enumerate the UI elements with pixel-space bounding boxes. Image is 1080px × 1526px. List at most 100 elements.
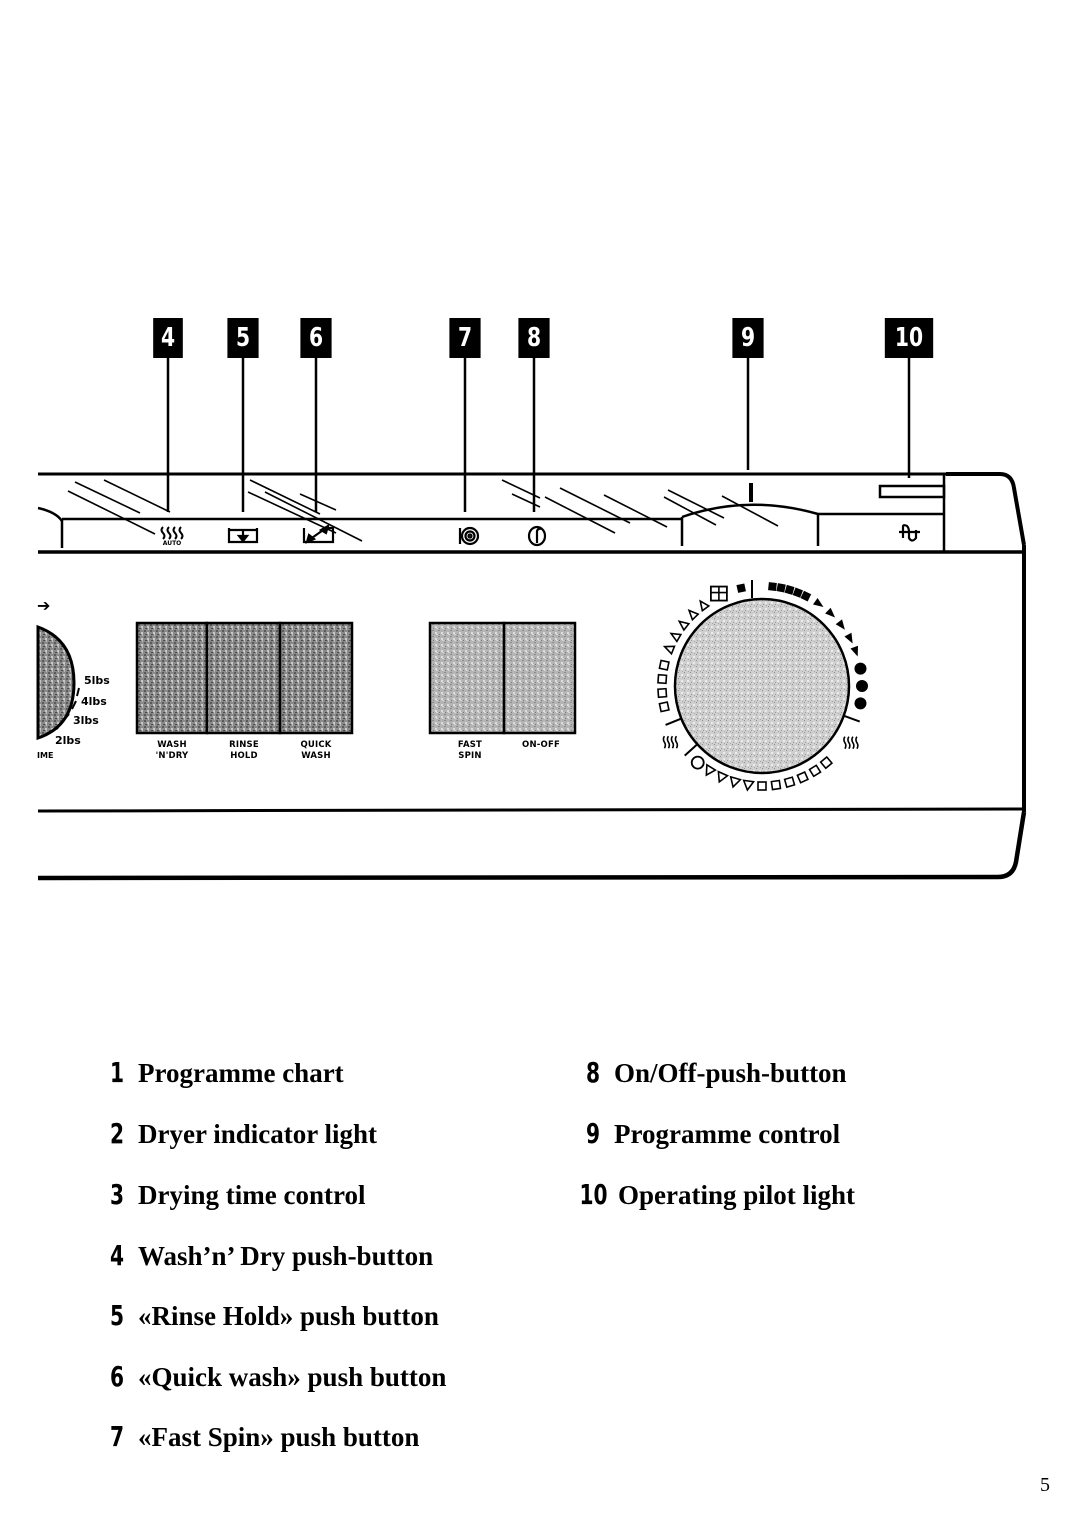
dial-mark-open-triangle <box>662 645 676 656</box>
legend-item-2: 2 Dryer indicator light <box>94 1117 377 1151</box>
dial-heat-icon <box>847 736 851 750</box>
dial-mark-open-square <box>770 779 782 791</box>
rinse-hold-icon <box>227 528 259 544</box>
dial-mark-open-square <box>783 776 796 789</box>
dial-mark-open-square <box>796 771 810 784</box>
dial-mark-open-circle <box>690 755 705 770</box>
dial-mark-filled-triangle <box>825 607 836 618</box>
push-buttons-group-2 <box>428 621 577 735</box>
dial-mark-filled-square <box>792 587 804 598</box>
weight-label-4lbs: 4lbs <box>81 695 107 708</box>
dial-mark-open-triangle <box>677 620 691 632</box>
wash-n-dry-button[interactable] <box>135 621 209 735</box>
legend-text: Wash’n’ Dry push-button <box>138 1241 434 1271</box>
legend-number: 5 <box>109 1299 124 1332</box>
dial-mark-filled-triangle <box>835 619 845 630</box>
dial-mark-open-square <box>757 781 767 791</box>
dial-mark-filled-square <box>800 590 812 602</box>
dial-mark-filled-triangle <box>844 632 853 644</box>
dial-mark-open-triangle <box>717 770 730 784</box>
legend-text: Drying time control <box>138 1180 366 1210</box>
heat-auto-icon <box>160 526 184 540</box>
glass-reflection-hatching <box>67 479 779 542</box>
drying-time-partial-label: IME <box>37 751 54 760</box>
dial-heat-icon <box>662 735 667 749</box>
heat-auto-text: AUTO <box>163 540 182 547</box>
callout-7: 7 <box>449 318 481 358</box>
legend-text: Programme control <box>614 1119 841 1149</box>
programme-control-dial[interactable] <box>673 597 851 775</box>
legend-text: Operating pilot light <box>618 1180 856 1210</box>
legend-item-10: 10 Operating pilot light <box>570 1178 855 1212</box>
drying-time-control[interactable] <box>36 624 76 741</box>
quick-wash-button[interactable] <box>278 621 354 735</box>
dial-heat-icon <box>674 735 679 749</box>
dial-heat-icon <box>666 735 671 749</box>
legend-text: «Rinse Hold» push button <box>138 1301 439 1331</box>
dial-mark-open-triangle <box>705 763 717 777</box>
dial-mark-open-square <box>658 701 670 713</box>
dial-mark-open-triangle <box>669 632 683 643</box>
label-on-off: ON-OFF <box>522 740 560 750</box>
page-number: 5 <box>1040 1474 1050 1496</box>
label-wash-n-dry: WASH'N'DRY <box>155 740 189 761</box>
programme-dial-markings <box>657 580 868 792</box>
legend-item-1: 1 Programme chart <box>94 1056 344 1090</box>
rinse-hold-button[interactable] <box>205 621 282 735</box>
dial-separator-tick <box>684 744 698 757</box>
legend-text: «Quick wash» push button <box>138 1362 447 1392</box>
weight-label-3lbs: 3lbs <box>73 714 99 727</box>
pilot-light-icon <box>899 524 920 542</box>
dial-separator-tick <box>665 718 681 726</box>
dial-mark-open-triangle <box>742 779 756 792</box>
on-off-icon <box>527 525 547 547</box>
dial-mark-open-triangle <box>687 609 700 622</box>
legend-item-4: 4 Wash’n’ Dry push-button <box>94 1239 433 1273</box>
legend-number: 10 <box>579 1178 608 1211</box>
fast-spin-button[interactable] <box>428 621 506 735</box>
dial-mark-filled-square <box>784 584 795 595</box>
legend-number: 4 <box>109 1239 124 1272</box>
drying-scale-arrow-icon: ➔ <box>37 596 51 615</box>
dial-mark-filled-square <box>736 583 746 593</box>
legend-number: 7 <box>109 1420 124 1453</box>
dial-heat-icon <box>843 736 847 750</box>
legend-text: «Fast Spin» push button <box>138 1422 420 1452</box>
dial-mark-filled-circle <box>856 680 868 692</box>
legend-item-8: 8 On/Off-push-button <box>570 1056 847 1090</box>
push-buttons-group-1 <box>135 621 354 735</box>
dial-heat-icon <box>670 735 675 749</box>
dial-mark-filled-triangle <box>812 597 824 607</box>
callout-5: 5 <box>227 318 259 358</box>
dial-mark-open-square <box>808 764 822 778</box>
legend-item-6: 6 «Quick wash» push button <box>94 1360 446 1394</box>
drying-scale-ticks <box>45 687 80 735</box>
legend-item-3: 3 Drying time control <box>94 1178 365 1212</box>
dial-mark-filled-circle <box>854 697 867 710</box>
legend-number: 9 <box>585 1117 600 1150</box>
dial-mark-filled-square <box>776 583 786 593</box>
callout-9: 9 <box>732 318 764 358</box>
callout-4: 4 <box>153 318 183 358</box>
callout-6: 6 <box>300 318 332 358</box>
dial-mark-open-triangle <box>729 775 742 789</box>
dial-heat-icon <box>851 736 855 750</box>
callout-8: 8 <box>518 318 550 358</box>
legend-text: On/Off-push-button <box>614 1058 847 1088</box>
callout-leader-lines <box>166 357 911 512</box>
dial-separator-tick <box>844 715 861 723</box>
dial-heat-icon <box>855 736 859 750</box>
legend-number: 2 <box>109 1117 124 1150</box>
legend-item-7: 7 «Fast Spin» push button <box>94 1420 419 1454</box>
callout-10: 10 <box>884 318 934 358</box>
panel-top-strip <box>37 472 1026 554</box>
dial-mark-open-square <box>819 755 834 770</box>
on-off-button[interactable] <box>502 621 577 735</box>
legend-text: Programme chart <box>138 1058 344 1088</box>
weight-label-2lbs: 2lbs <box>55 734 81 747</box>
weight-label-5lbs: 5lbs <box>84 674 110 687</box>
dial-mark-open-square <box>657 687 668 699</box>
